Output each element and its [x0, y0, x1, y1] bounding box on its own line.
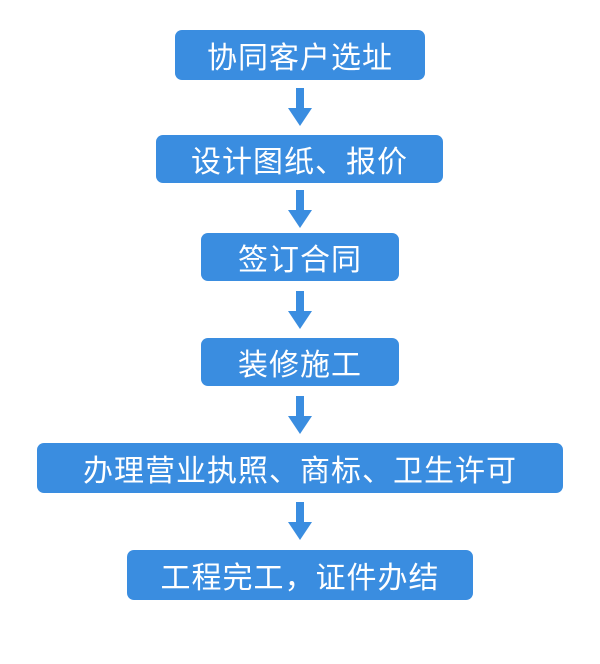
flow-step-select-site: 协同客户选址 [175, 30, 425, 80]
arrow-down-icon [288, 190, 312, 228]
arrow-down-icon [288, 396, 312, 434]
arrow-down-icon [288, 502, 312, 540]
arrow-down-icon [288, 88, 312, 126]
flow-step-construction: 装修施工 [201, 338, 399, 386]
flow-step-label: 协同客户选址 [207, 41, 393, 76]
arrow-down-icon [288, 291, 312, 329]
flow-step-sign-contract: 签订合同 [201, 233, 399, 281]
flow-step-licenses: 办理营业执照、商标、卫生许可 [37, 443, 563, 493]
flow-step-completion: 工程完工，证件办结 [127, 550, 473, 600]
flow-step-label: 办理营业执照、商标、卫生许可 [83, 454, 517, 489]
flow-step-label: 签订合同 [238, 243, 362, 278]
flow-step-label: 装修施工 [238, 348, 362, 383]
flow-step-label: 工程完工，证件办结 [160, 561, 440, 596]
flow-step-design-quote: 设计图纸、报价 [156, 135, 443, 183]
flow-step-label: 设计图纸、报价 [191, 145, 408, 180]
